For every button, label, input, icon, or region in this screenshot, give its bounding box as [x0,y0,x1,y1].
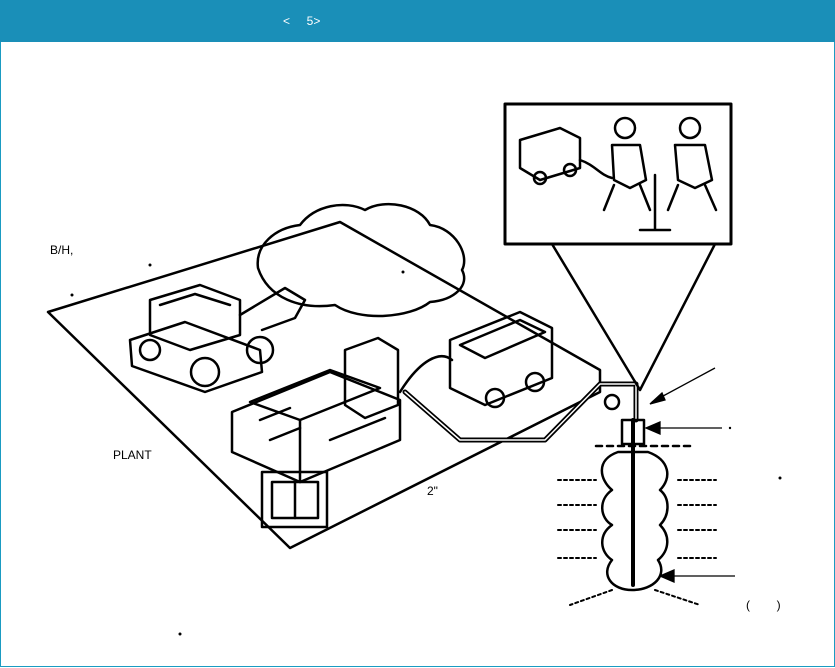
callout-worker-left [604,118,650,210]
pressure-gauge [605,395,619,409]
soil-pile [258,204,464,316]
grout-pump [400,312,552,407]
ground-platform [48,222,600,548]
annotation-arrows [646,368,735,582]
label-bracket: ( ) [746,598,781,612]
backhoe-loader [130,285,305,392]
label-backhoe: B/H, [50,243,73,257]
callout-pump [520,128,612,184]
grout-spread-left [558,480,596,558]
grout-spread-right [678,480,716,558]
mixing-plant [232,338,400,527]
callout-box [505,104,731,244]
callout-worker-right [668,118,716,210]
label-pipe-size: 2" [427,484,438,498]
label-plant: PLANT [113,448,152,462]
